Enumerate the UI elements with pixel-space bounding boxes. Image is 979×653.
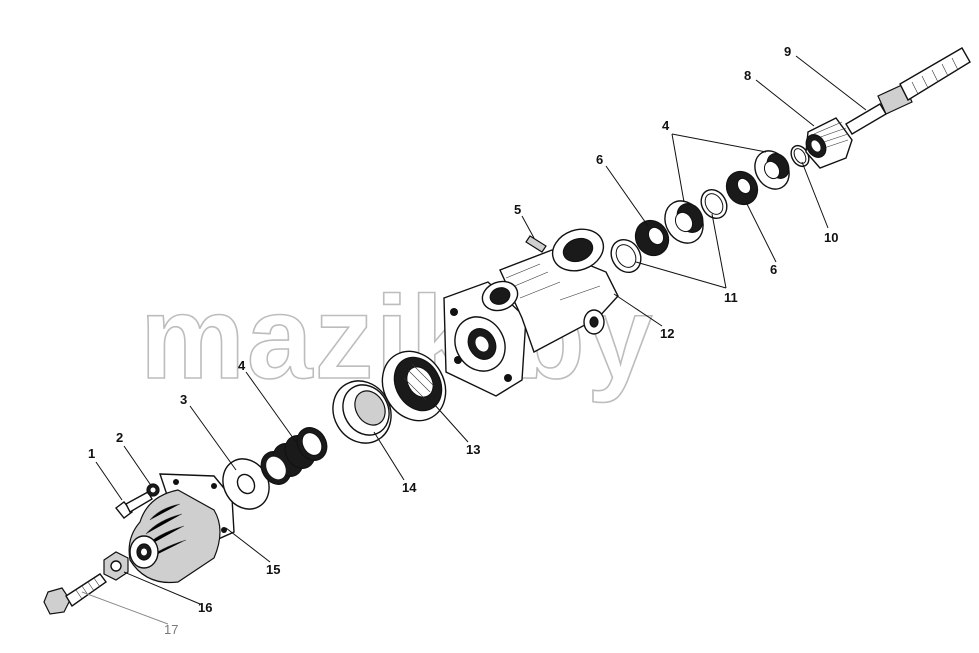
callout-9: 9 xyxy=(784,44,791,59)
part-housing xyxy=(443,228,619,397)
callout-17: 17 xyxy=(164,622,178,637)
part-bolt-17 xyxy=(43,573,107,615)
callout-6-left: 6 xyxy=(596,152,603,167)
part-stem-9 xyxy=(845,47,971,135)
callout-11: 11 xyxy=(724,290,738,305)
callout-6-right: 6 xyxy=(770,262,777,277)
part-bushing-4a xyxy=(664,200,704,244)
part-ring-11 xyxy=(700,188,728,220)
part-sleeve-6b xyxy=(725,170,759,206)
part-bolt-1 xyxy=(115,491,153,519)
callout-1: 1 xyxy=(88,446,95,461)
part-cuff-13 xyxy=(381,350,447,422)
callout-13: 13 xyxy=(466,442,480,457)
part-sleeve-6a xyxy=(634,219,670,257)
callout-labels: 1 2 3 4 4 5 6 6 8 9 10 11 12 13 14 15 16… xyxy=(88,44,838,637)
callout-2: 2 xyxy=(116,430,123,445)
callout-16: 16 xyxy=(198,600,212,615)
callout-10: 10 xyxy=(824,230,838,245)
part-bushing-4b xyxy=(754,150,790,190)
part-nut-8 xyxy=(805,117,853,169)
part-washer-2 xyxy=(146,483,160,497)
callout-8: 8 xyxy=(744,68,751,83)
part-pin-5 xyxy=(525,235,547,253)
callout-5: 5 xyxy=(514,202,521,217)
callout-14: 14 xyxy=(402,480,417,495)
part-ring-12 xyxy=(610,238,642,274)
part-nut-16 xyxy=(103,551,129,581)
callout-3: 3 xyxy=(180,392,187,407)
part-seal-14 xyxy=(332,380,392,444)
part-spring-4 xyxy=(260,427,328,485)
callout-4-bushings: 4 xyxy=(662,118,670,133)
callout-4-spring: 4 xyxy=(238,358,246,373)
callout-15: 15 xyxy=(266,562,280,577)
leader-lines xyxy=(81,55,867,625)
callout-12: 12 xyxy=(660,326,674,341)
part-cover-15 xyxy=(128,473,235,584)
